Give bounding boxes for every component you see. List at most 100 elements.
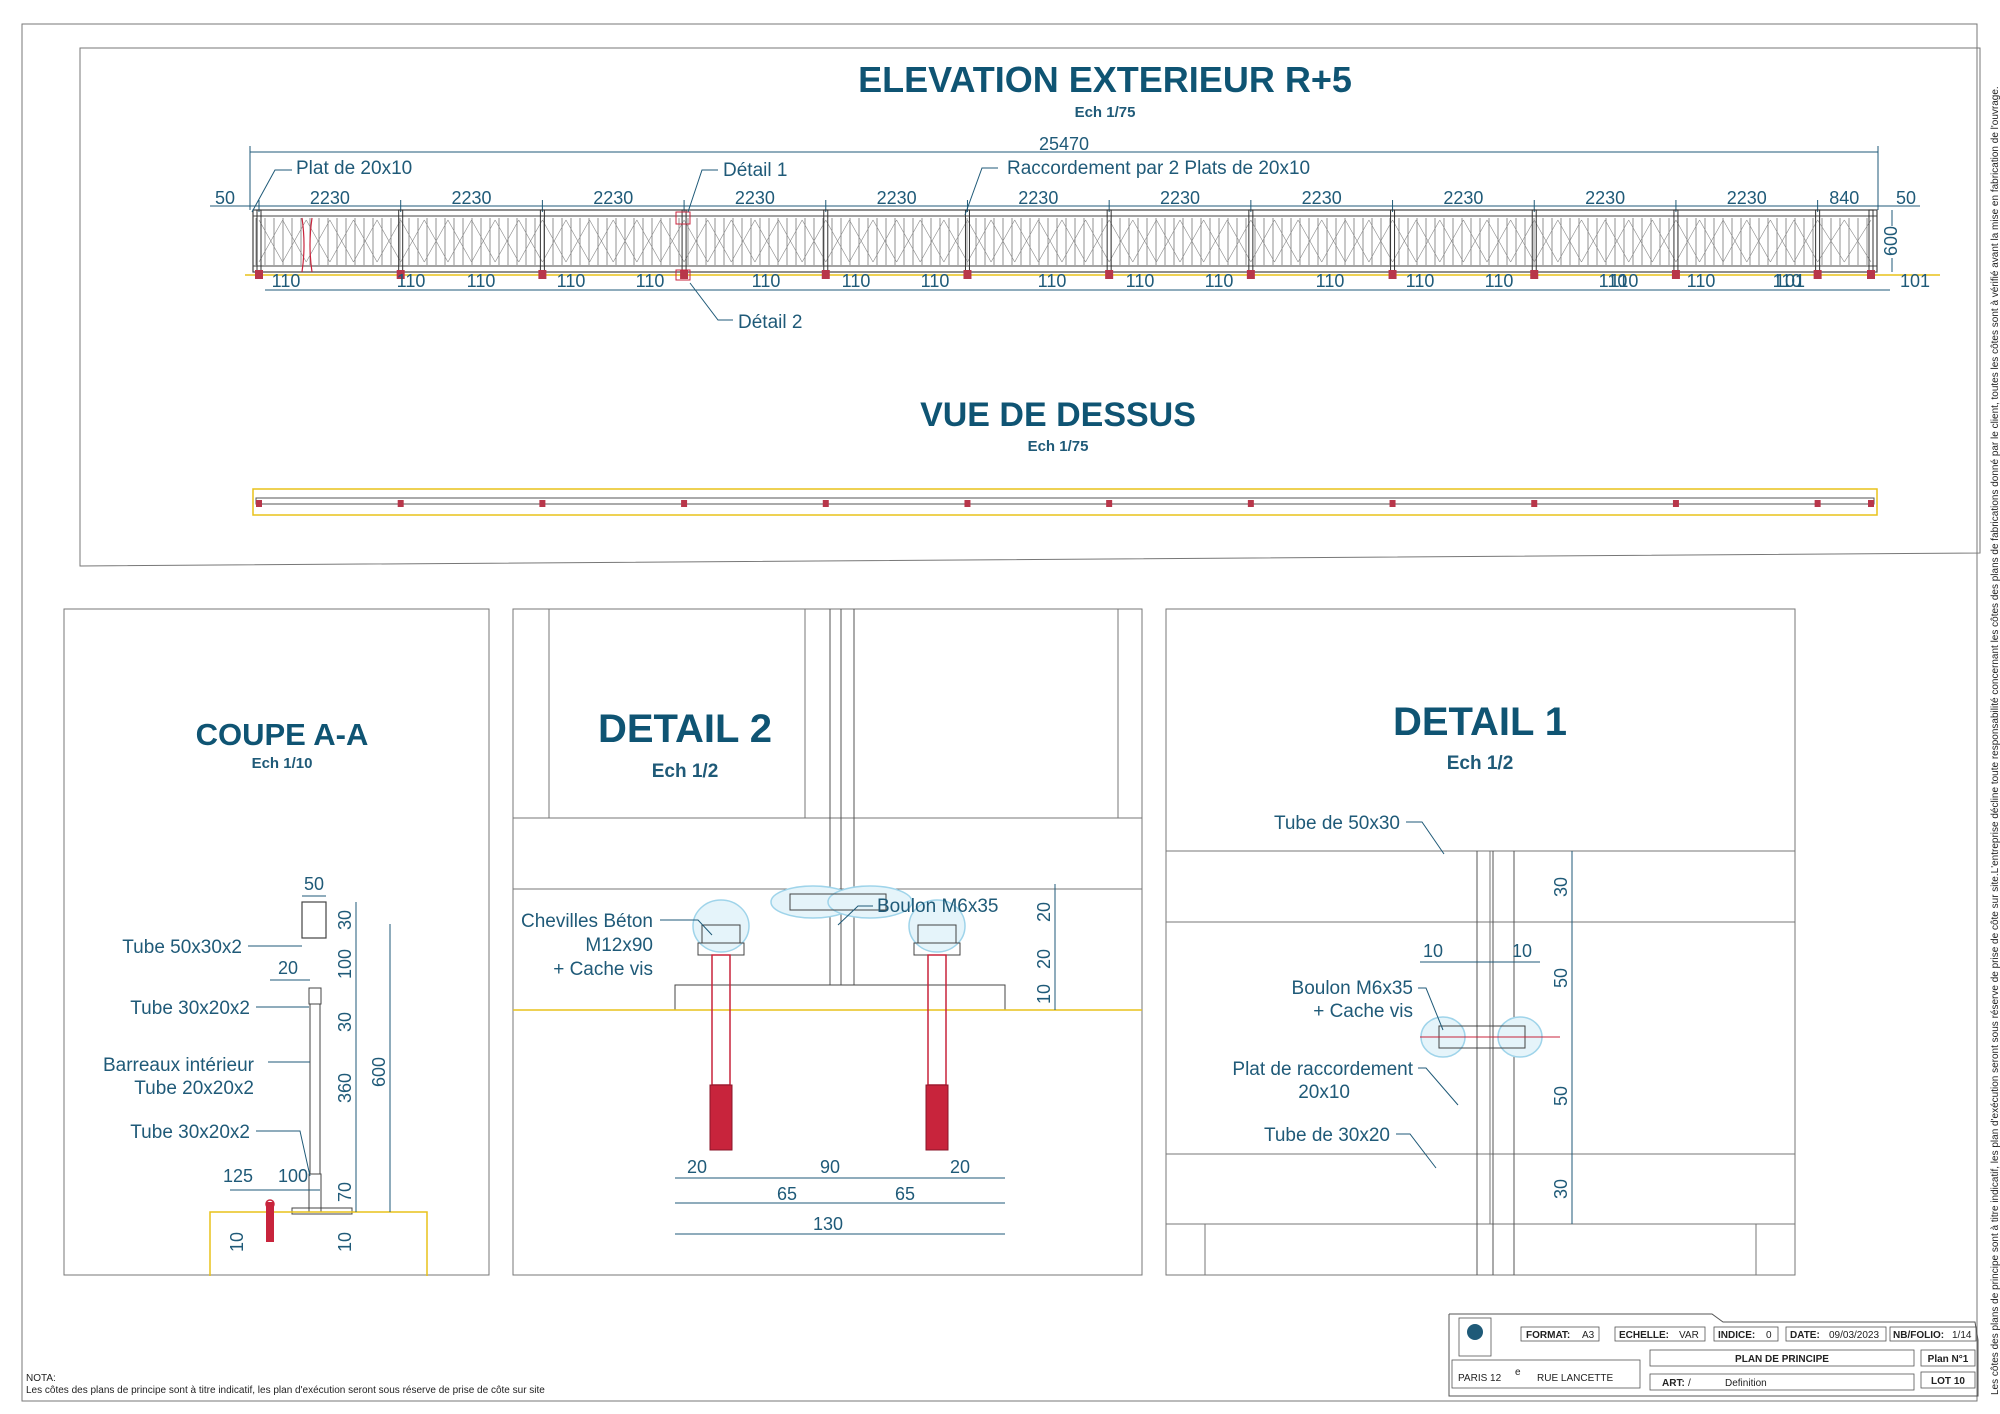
top-view-post <box>822 500 829 507</box>
detail1-scale: Ech 1/2 <box>1447 753 1514 774</box>
plan-principe-cell <box>1649 1349 1915 1367</box>
detail2-title: DETAIL 2 <box>598 707 772 751</box>
coupe-bottom-tube <box>308 1173 322 1213</box>
railing-post <box>1815 209 1821 273</box>
end-dim-right: 50 <box>1896 188 1916 208</box>
lot-cell <box>1920 1371 1976 1389</box>
coupe-frame <box>63 608 490 1276</box>
format-cell <box>1520 1326 1600 1342</box>
coupe-dim-10b: 10 <box>335 1232 355 1252</box>
coupe-leader-bot <box>256 1130 311 1177</box>
note-text: Les côtes des plans de principe sont à t… <box>26 1385 545 1396</box>
detail2-dim-b65a: 65 <box>777 1184 797 1204</box>
folio-cell <box>1889 1326 1977 1342</box>
bottom-dim: 110 <box>1485 271 1514 291</box>
railing-cross <box>1770 219 1795 263</box>
railing-cross <box>1439 219 1464 263</box>
railing-cross <box>1652 219 1677 263</box>
folio-value: 1/14 <box>1952 1330 1972 1341</box>
detail2-bolt <box>789 893 887 911</box>
coupe-label-barreaux1: Barreaux intérieur <box>103 1055 255 1076</box>
bottom-dim: 110 <box>1406 271 1435 291</box>
height-dim-mask <box>1878 226 1906 258</box>
railing-cross <box>1156 219 1181 263</box>
railing-cross <box>1132 219 1157 263</box>
coupe-dim-w20: 20 <box>278 958 298 978</box>
bottom-dim: 110 <box>272 271 301 291</box>
railing-cross <box>329 219 354 263</box>
coupe-slab <box>209 1211 428 1276</box>
coupe-base-plate <box>291 1207 353 1215</box>
railing-cross <box>849 219 874 263</box>
coupe-dim-h600: 600 <box>369 1057 389 1087</box>
railing-cross <box>424 219 449 263</box>
detail1-label-tube50: Tube de 50x30 <box>1274 813 1400 834</box>
bottom-dim: 110 <box>467 271 496 291</box>
railing-cross <box>1793 219 1818 263</box>
coupe-dim-h30b: 30 <box>335 1012 355 1032</box>
bottom-dim: 110 <box>1205 271 1234 291</box>
railing-cross <box>1250 219 1275 263</box>
coupe-dim-100: 100 <box>278 1166 308 1186</box>
railing-cross <box>565 219 590 263</box>
detail2-frame <box>512 608 1143 1276</box>
railing-cross <box>1557 219 1582 263</box>
detail2-base-plate <box>674 984 1006 1011</box>
railing-cross <box>754 219 779 263</box>
top-view-post <box>397 500 404 507</box>
railing-cross <box>1844 219 1872 263</box>
detail2-leader-chev <box>660 919 713 936</box>
date-label: DATE: <box>1790 1330 1820 1341</box>
plan-num: Plan N°1 <box>1928 1354 1969 1365</box>
sheet-border <box>21 23 1978 1402</box>
city-sup: e <box>1515 1367 1521 1378</box>
railing-cross <box>896 219 921 263</box>
railing-cross <box>1179 219 1204 263</box>
top-view-post <box>1531 500 1538 507</box>
top-view-posts <box>256 500 1874 507</box>
railing-bars <box>255 218 1872 265</box>
railing-post <box>823 209 829 273</box>
top-view-title: VUE DE DESSUS <box>920 396 1196 434</box>
railing-cross <box>612 219 638 263</box>
bottom-dim: 110 <box>921 271 950 291</box>
folio-label: NB/FOLIO: <box>1893 1330 1944 1341</box>
end-dim-left: 50 <box>215 188 235 208</box>
detail2-dim-b90: 90 <box>820 1157 840 1177</box>
railing-cross <box>1628 219 1653 263</box>
coupe-anchor <box>266 1202 274 1242</box>
top-view-post <box>964 500 971 507</box>
indice-cell <box>1713 1326 1779 1342</box>
railing-post <box>681 209 687 273</box>
date-cell <box>1785 1326 1887 1342</box>
railing-foot <box>1867 270 1875 279</box>
railing-cross <box>376 219 401 263</box>
detail2-label-chev1: Chevilles Béton <box>521 911 653 932</box>
bottom-dim: 110 <box>1126 271 1155 291</box>
side-note: Les côtes des plans de principe sont à t… <box>1990 86 2000 1395</box>
bottom-dim: 110 <box>1610 271 1639 291</box>
top-view-post <box>1814 500 1821 507</box>
coupe-label-tube-bot: Tube 30x20x2 <box>130 1122 250 1143</box>
coupe-dim-h30a: 30 <box>335 910 355 930</box>
bottom-dim: 110 <box>1316 271 1345 291</box>
detail1-dim-w10b: 10 <box>1512 941 1532 961</box>
format-value: A3 <box>1582 1330 1595 1341</box>
elevation-title: ELEVATION EXTERIEUR R+5 <box>858 59 1352 100</box>
railing-foot <box>821 270 830 279</box>
city: PARIS 12 <box>1458 1373 1502 1384</box>
detail1-label-boulon1: Boulon M6x35 <box>1292 978 1413 999</box>
coupe-dim-125: 125 <box>223 1166 253 1186</box>
detail1-leader-boulon <box>1418 987 1444 1031</box>
railing-cross <box>1746 219 1771 263</box>
detail2-panel-right <box>853 608 1119 819</box>
railing-cross <box>1699 219 1724 263</box>
format-label: FORMAT: <box>1526 1330 1570 1341</box>
span-dim: 2230 <box>877 188 917 208</box>
railing-post <box>398 209 404 273</box>
coupe-dim-10a: 10 <box>227 1232 247 1252</box>
railing-cross <box>943 219 968 263</box>
detail2-marker <box>675 269 691 281</box>
detail2-scale: Ech 1/2 <box>652 761 719 782</box>
